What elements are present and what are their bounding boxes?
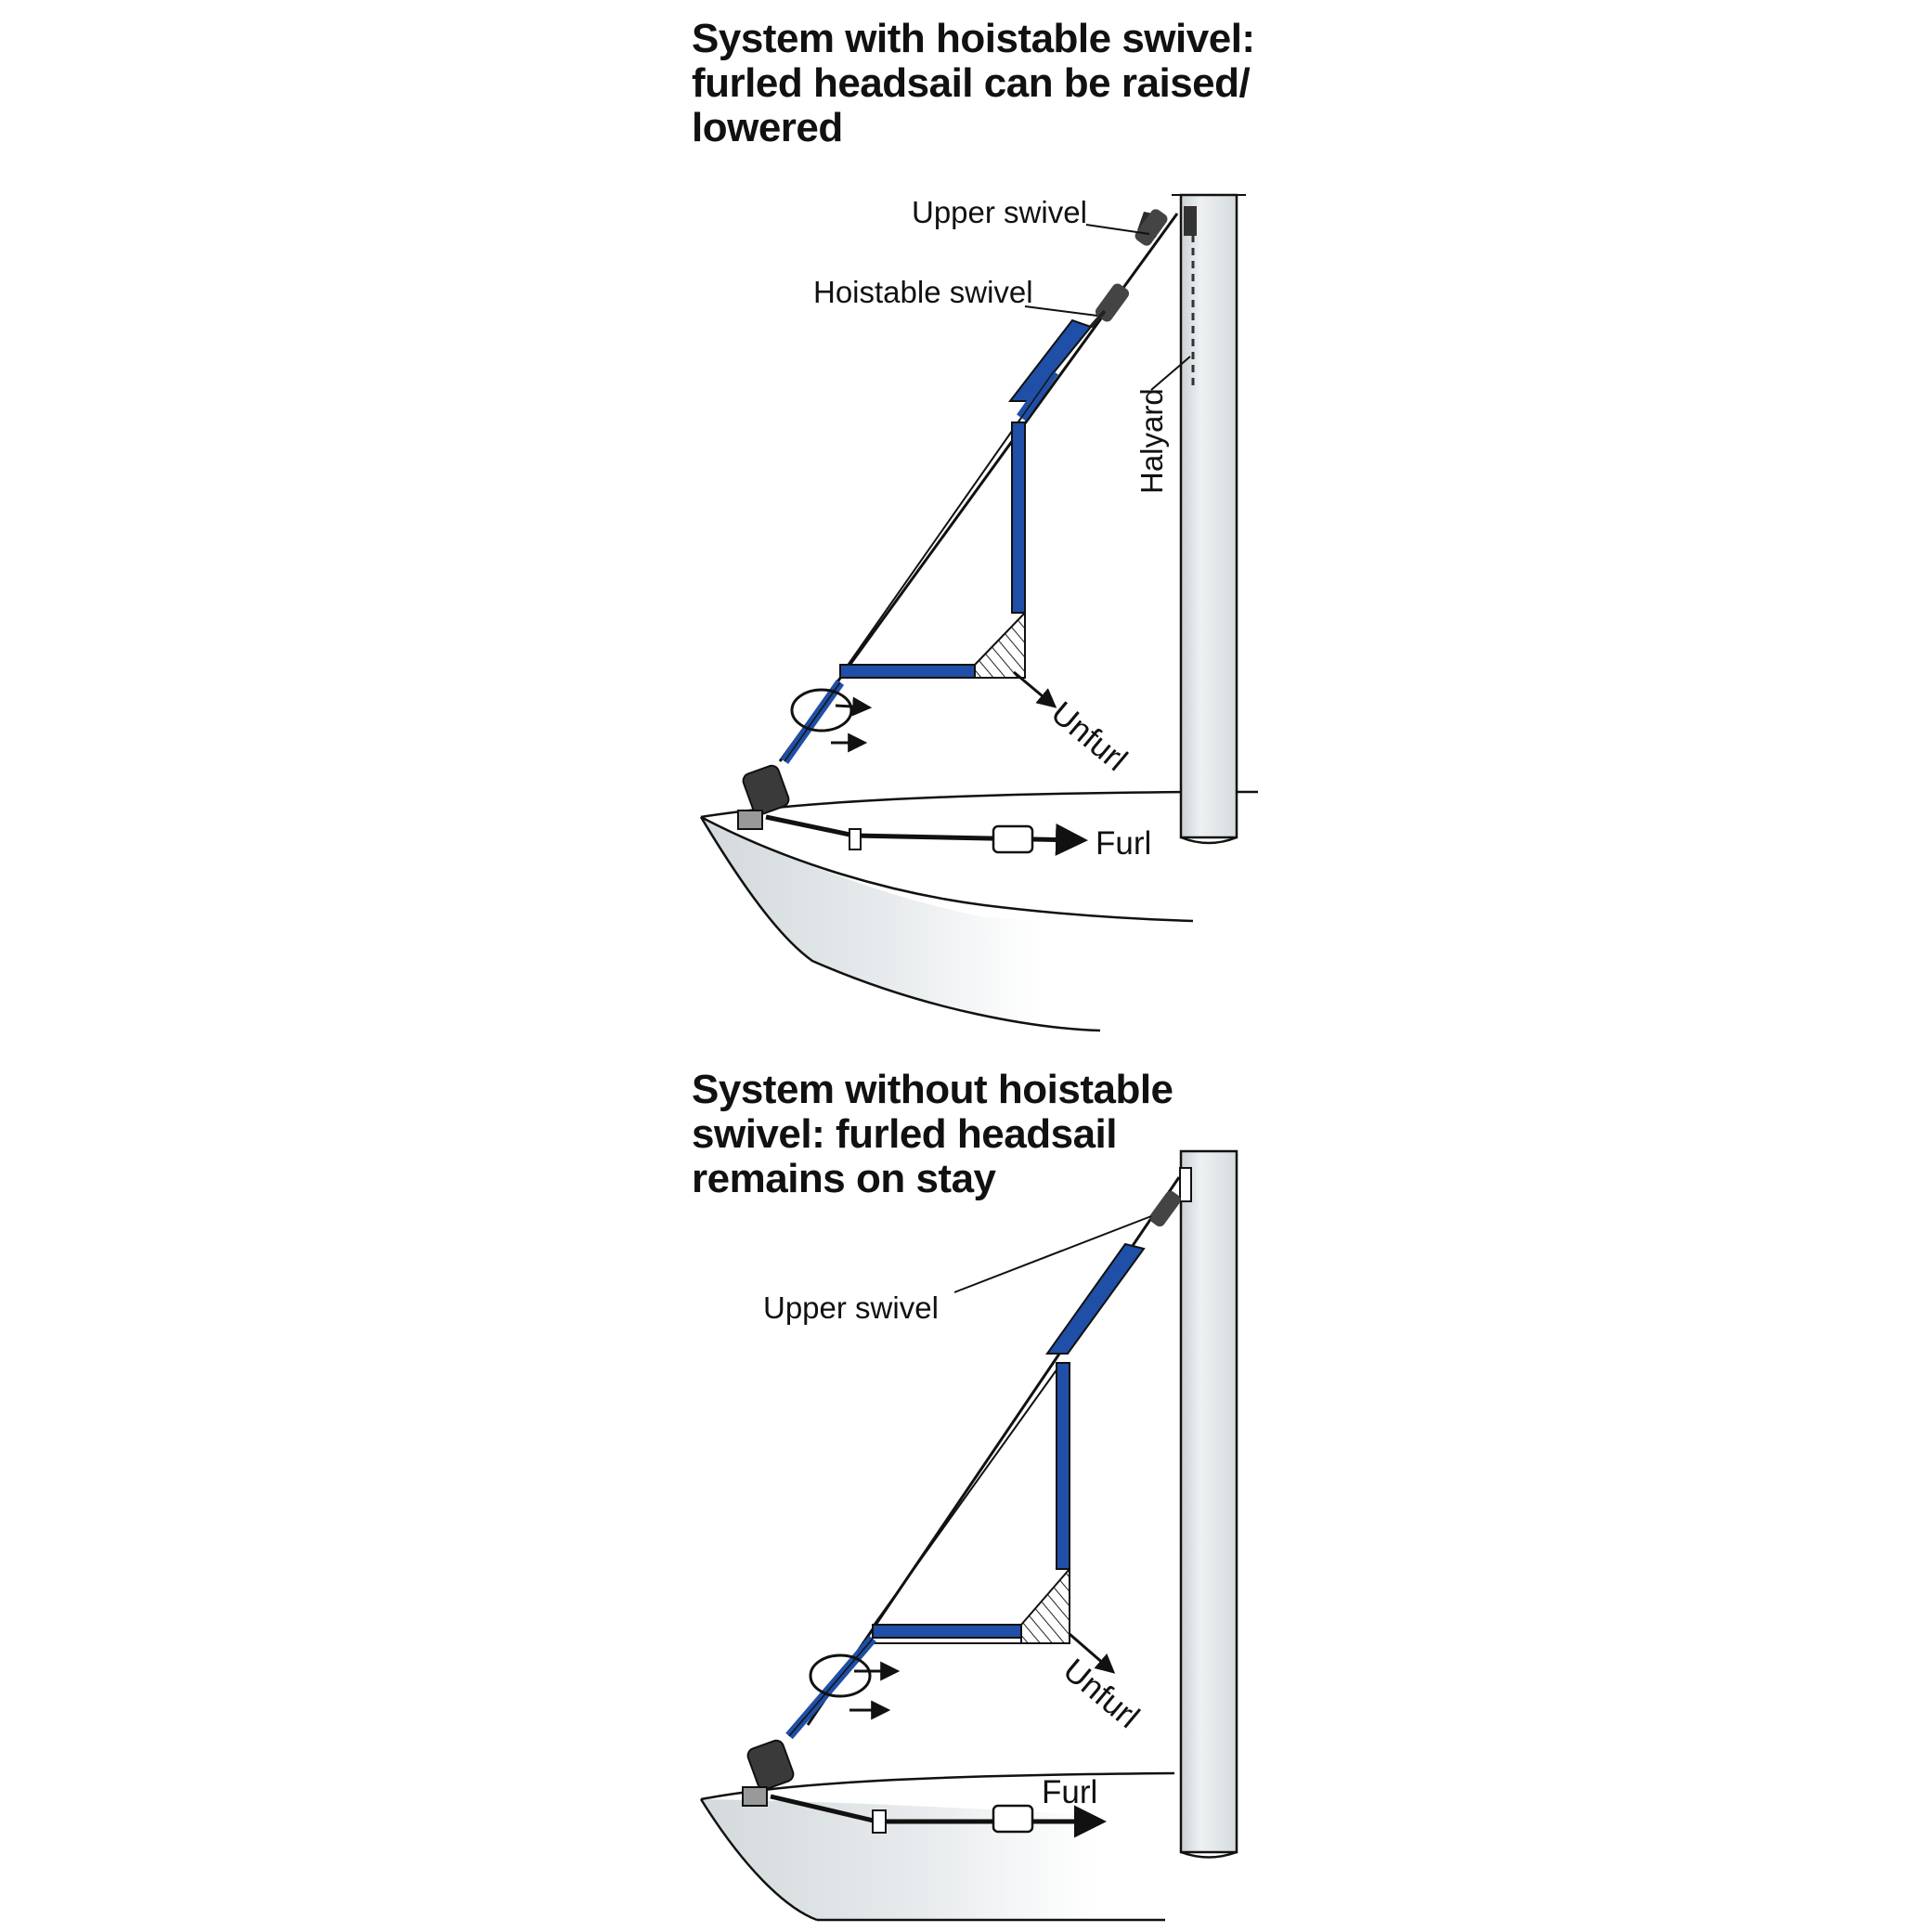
bottom-label-furl: Furl: [1042, 1774, 1097, 1810]
top-label-halyard: Halyard: [1135, 388, 1169, 494]
bottom-furled-sail-band: [1045, 1242, 1146, 1355]
top-furling-drum: [737, 680, 845, 830]
top-title-line-1: System with hoistable swivel:: [692, 16, 1255, 61]
top-mast: [1172, 193, 1246, 845]
top-label-hoistable-swivel: Hoistable swivel: [813, 275, 1033, 309]
top-title-line-2: furled headsail can be raised/: [692, 60, 1251, 106]
bottom-upper-swivel-leader: [953, 1215, 1152, 1293]
top-title-line-3: lowered: [692, 105, 843, 150]
top-hoistable-swivel: [1089, 283, 1130, 329]
bottom-furl-line: [770, 1794, 1107, 1838]
bottom-label-upper-swivel: Upper swivel: [763, 1290, 939, 1325]
bottom-unfurl-arrow: [1069, 1632, 1116, 1674]
top-label-unfurl: Unfurl: [1044, 694, 1135, 778]
bottom-diagram: Upper swivel Unfurl Furl: [699, 1149, 1238, 1922]
bottom-label-unfurl: Unfurl: [1057, 1652, 1147, 1735]
bottom-rotation-arrows: [809, 1653, 901, 1720]
top-halyard-leader: [1150, 356, 1191, 391]
bottom-sail: [872, 1362, 1070, 1644]
bottom-mast: [1179, 1149, 1238, 1859]
top-furl-line: [765, 814, 1088, 856]
bottom-hull: [699, 1771, 1175, 1922]
bottom-title-line-2: swivel: furled headsail: [692, 1111, 1117, 1157]
top-upper-swivel-leader: [1085, 224, 1150, 235]
bottom-diagram-title: System without hoistable swivel: furled …: [692, 1068, 1173, 1201]
top-rotation-arrows: [790, 688, 873, 753]
top-diagram: Upper swivel Hoistable swivel Halyard Un…: [699, 193, 1258, 1032]
top-mast-sheave: [1184, 206, 1197, 236]
top-unfurl-arrow: [1013, 670, 1057, 708]
top-diagram-title: System with hoistable swivel: furled hea…: [692, 17, 1255, 150]
top-label-upper-swivel: Upper swivel: [912, 195, 1087, 229]
bottom-title-line-3: remains on stay: [692, 1156, 996, 1201]
top-hull: [699, 790, 1258, 1032]
bottom-title-line-1: System without hoistable: [692, 1067, 1173, 1112]
top-upper-swivel: [1135, 209, 1168, 246]
top-hoistable-swivel-leader: [1024, 305, 1098, 317]
top-sail: [839, 368, 1058, 679]
top-label-furl: Furl: [1096, 825, 1151, 862]
bottom-furling-drum: [742, 1635, 876, 1807]
bottom-upper-swivel: [1149, 1190, 1181, 1227]
